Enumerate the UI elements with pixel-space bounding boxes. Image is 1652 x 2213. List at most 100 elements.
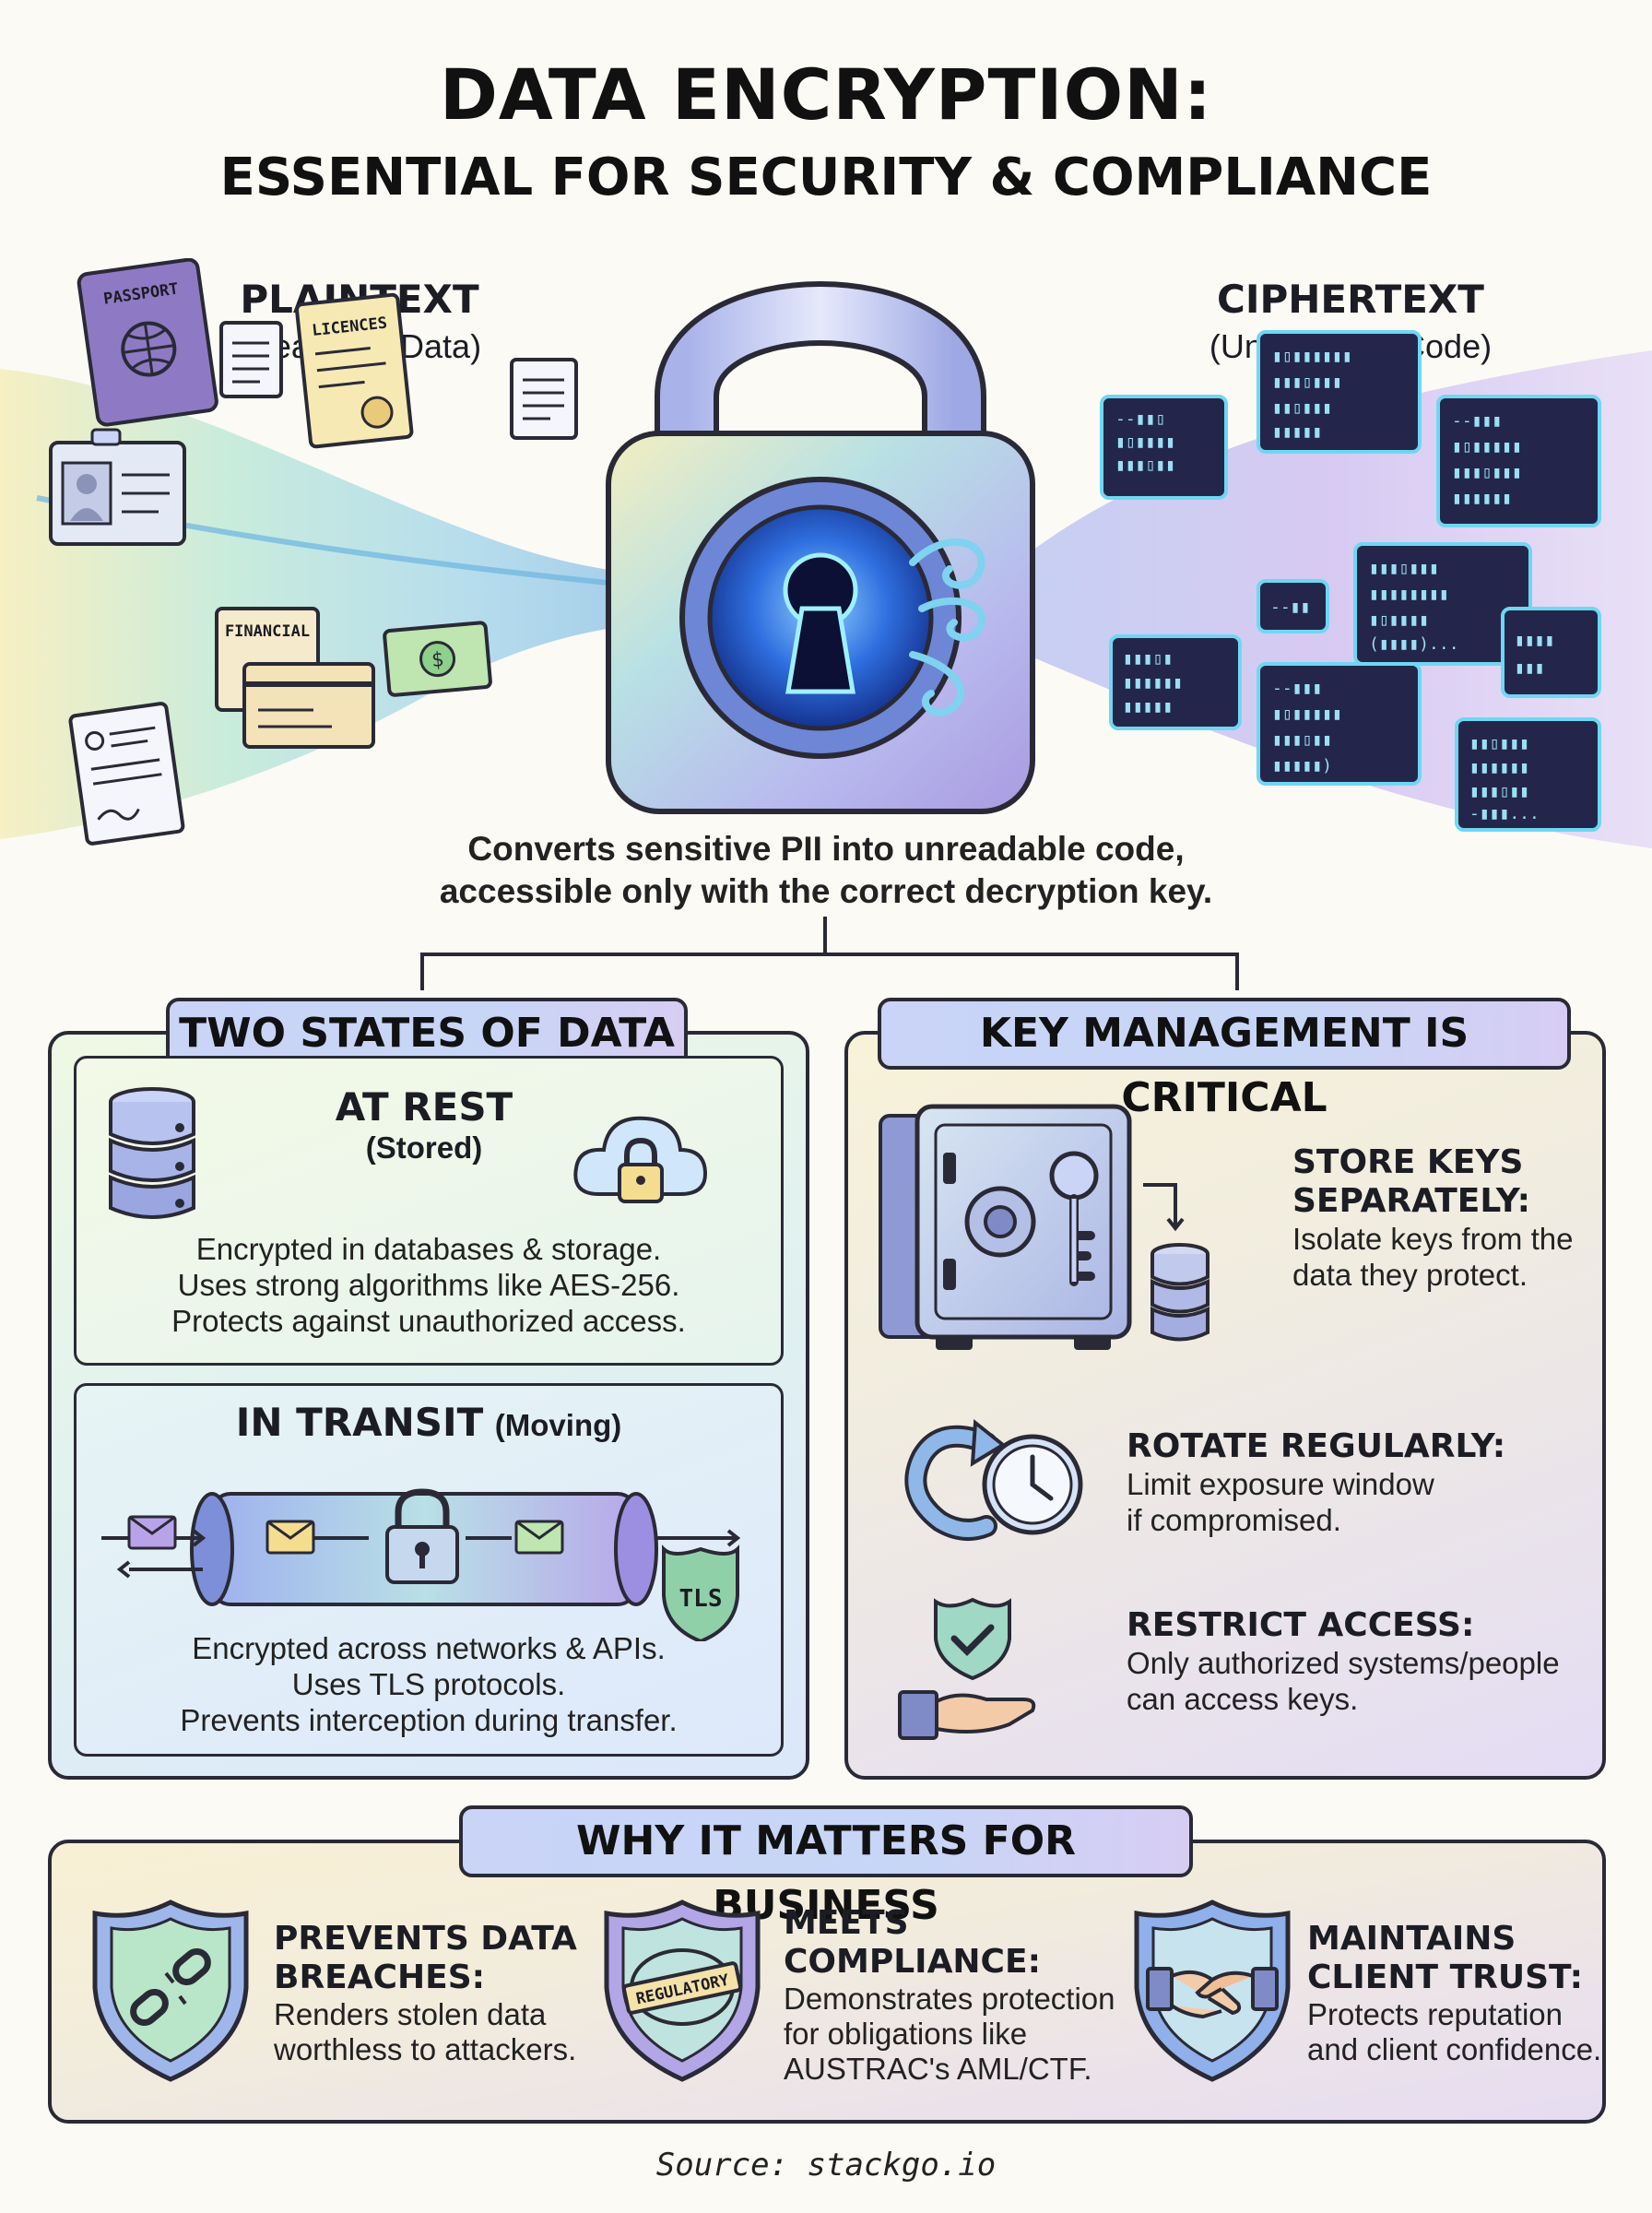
key-item-text: Only authorized systems/people	[1127, 1646, 1560, 1680]
svg-text:▮▮▮▯▮▮▮: ▮▮▮▯▮▮▮	[1452, 463, 1522, 482]
business-item-heading: PREVENTS DATA	[274, 1920, 577, 1958]
svg-text:▮▮▮▯▮▮: ▮▮▮▯▮▮	[1469, 782, 1529, 801]
svg-text:-▮▮▮...: -▮▮▮...	[1469, 804, 1540, 823]
document-icon	[510, 358, 578, 440]
key-item-text: Limit exposure window	[1127, 1467, 1434, 1501]
tagline-line-2: accessible only with the correct decrypt…	[439, 872, 1213, 910]
at-rest-line: Encrypted in databases & storage.	[195, 1232, 662, 1266]
handshake-icon	[1146, 1967, 1279, 2019]
business-item-heading: COMPLIANCE:	[784, 1943, 1041, 1981]
svg-text:▮▮▮▯▮: ▮▮▮▯▮	[1123, 649, 1173, 669]
licences-icon: LICENCES	[294, 292, 414, 449]
svg-text:▮▯▮▮▮▮: ▮▯▮▮▮▮	[1369, 610, 1429, 630]
in-transit-heading: IN TRANSIT	[235, 1400, 484, 1445]
svg-text:--▮▮: --▮▮	[1270, 598, 1310, 617]
business-item-text: worthless to attackers.	[274, 2032, 577, 2066]
passport-icon: PASSPORT	[77, 258, 218, 427]
key-item-heading: SEPARATELY:	[1292, 1182, 1531, 1220]
in-transit-line: Uses TLS protocols.	[291, 1667, 566, 1701]
cipher-terminal: ▮▮▮▮▮▮▮	[1501, 607, 1601, 698]
svg-text:▮▮▮▮▮): ▮▮▮▮▮)	[1272, 756, 1332, 775]
svg-text:▮▮▮▮▮: ▮▮▮▮▮	[1272, 422, 1322, 442]
svg-text:--▮▮▯: --▮▮▯	[1115, 409, 1165, 429]
shield-icon	[934, 1597, 1011, 1681]
financial-icon: FINANCIAL	[215, 607, 375, 749]
key-item-text: can access keys.	[1127, 1682, 1359, 1716]
business-item-heading: CLIENT TRUST:	[1307, 1959, 1583, 1996]
cipher-terminal: ▮▮▮▯▮▮▮▮▮▮▮▮▮▮▮▮	[1109, 634, 1242, 730]
ciphertext-heading: CIPHERTEXT	[1217, 277, 1484, 322]
at-rest-subheading: (Stored)	[365, 1130, 483, 1165]
page-subtitle: ESSENTIAL FOR SECURITY & COMPLIANCE	[219, 148, 1433, 207]
tls-label: TLS	[679, 1585, 723, 1613]
key-icon	[1049, 1151, 1099, 1286]
handshake-shield-icon	[1134, 1899, 1291, 2082]
tagline: Converts sensitive PII into unreadable c…	[0, 828, 1652, 913]
key-item-heading: ROTATE REGULARLY:	[1127, 1427, 1506, 1465]
svg-text:▮▯▮▮▮▮▮: ▮▯▮▮▮▮▮	[1272, 704, 1342, 724]
envelope-icon	[266, 1520, 315, 1555]
in-transit-line: Prevents interception during transfer.	[180, 1703, 678, 1737]
cipher-terminals: --▮▮▯▮▯▮▮▮▮▮▮▮▯▮▮ ▮▯▮▮▮▮▮▮▮▮▮▯▮▮▮▮▮▯▮▮▮▮…	[1100, 330, 1601, 832]
svg-text:--▮▮▮: --▮▮▮	[1272, 679, 1322, 698]
key-item-rotate: ROTATE REGULARLY: Limit exposure window …	[1127, 1427, 1597, 1538]
database-icon	[109, 1087, 195, 1219]
business-item-text: Renders stolen data	[274, 1997, 547, 2031]
key-item-heading: STORE KEYS	[1292, 1143, 1524, 1181]
page-title: DATA ENCRYPTION:	[439, 53, 1213, 136]
key-item-text: if compromised.	[1127, 1503, 1341, 1537]
svg-text:▮▯▮▮▮▮: ▮▯▮▮▮▮	[1115, 432, 1175, 452]
key-item-restrict: RESTRICT ACCESS: Only authorized systems…	[1127, 1606, 1597, 1717]
svg-text:▮▮▮▯▮▮: ▮▮▮▯▮▮	[1115, 456, 1175, 475]
cipher-terminal: ▮▯▮▮▮▮▮▮▮▮▮▯▮▮▮▮▮▯▮▮▮▮▮▮▮▮	[1257, 330, 1422, 454]
transit-pipe-illustration: TLS	[101, 1488, 741, 1641]
tagline-line-1: Converts sensitive PII into unreadable c…	[467, 830, 1185, 868]
business-item-text: Demonstrates protection	[784, 1982, 1115, 2016]
business-item-text: for obligations like	[784, 2017, 1028, 2051]
svg-text:▮▮▯▮▮▮: ▮▮▯▮▮▮	[1469, 734, 1529, 753]
regulatory-shield-icon: REGULATORY	[604, 1899, 761, 2082]
svg-text:▮▮▮▮▮: ▮▮▮▮▮	[1123, 697, 1173, 716]
broken-chain-shield-icon	[92, 1899, 249, 2082]
svg-text:(▮▮▮▮)...: (▮▮▮▮)...	[1369, 634, 1459, 654]
rotate-clock-icon	[904, 1419, 1083, 1541]
at-rest-heading-block: AT REST (Stored)	[258, 1084, 590, 1166]
connector-lines	[420, 917, 1239, 990]
at-rest-line: Uses strong algorithms like AES-256.	[177, 1268, 680, 1302]
business-item-text: Protects reputation	[1307, 1997, 1563, 2031]
svg-text:▮▮▮▮▮▮▮▮: ▮▮▮▮▮▮▮▮	[1369, 585, 1449, 604]
envelope-icon	[514, 1520, 564, 1555]
money-icon: $	[383, 621, 492, 697]
business-item-heading: BREACHES:	[274, 1959, 486, 1996]
svg-text:▮▯▮▮▮▮▮: ▮▯▮▮▮▮▮	[1452, 437, 1522, 456]
cipher-terminal: --▮▮▯ ▮▯▮▮▮▮ ▮▮▮▯▮▮	[1100, 395, 1228, 500]
in-transit-subheading: (Moving)	[494, 1408, 622, 1442]
document-icon	[219, 321, 283, 398]
cipher-terminal: --▮▮▮▮▯▮▮▮▮▮▮▮▮▯▮▮▮▮▮▮▮)	[1257, 662, 1422, 786]
business-item-heading: MAINTAINS	[1307, 1920, 1516, 1958]
in-transit-line: Encrypted across networks & APIs.	[192, 1631, 666, 1665]
vault-safe-icon	[879, 1104, 1210, 1350]
financial-label: FINANCIAL	[225, 622, 310, 641]
in-transit-heading-block: IN TRANSIT (Moving)	[74, 1403, 784, 1443]
envelope-icon	[127, 1515, 177, 1550]
business-label: WHY IT MATTERS FOR BUSINESS	[459, 1805, 1193, 1929]
key-item-text: Isolate keys from the	[1292, 1222, 1574, 1256]
cipher-terminal: ▮▮▯▮▮▮ ▮▮▮▮▮▮ ▮▮▮▯▮▮ -▮▮▮...	[1455, 717, 1601, 832]
in-transit-description: Encrypted across networks & APIs. Uses T…	[74, 1630, 784, 1738]
svg-text:▮▮▮▮▮▮: ▮▮▮▮▮▮	[1469, 758, 1529, 777]
key-management-label: KEY MANAGEMENT IS CRITICAL	[878, 998, 1571, 1121]
key-item-text: data they protect.	[1292, 1258, 1528, 1292]
encryption-hero-illustration: PASSPORT LICENCES FINANCIAL	[0, 258, 1652, 848]
business-item-compliance: MEETS COMPLIANCE: Demonstrates protectio…	[784, 1904, 1134, 2087]
cloud-lock-icon	[573, 1116, 708, 1203]
business-item-text: and client confidence.	[1307, 2032, 1602, 2066]
svg-text:▮▮▮▯▮▮▮: ▮▮▮▯▮▮▮	[1272, 373, 1342, 392]
tls-shield-icon: TLS	[662, 1544, 739, 1641]
padlock-icon	[606, 281, 1035, 814]
cipher-terminal: ▮▮▮▯▮▮▮▮▮▮▮▮▮▮▮▮▯▮▮▮▮(▮▮▮▮)...	[1353, 542, 1532, 666]
id-card-icon	[49, 428, 186, 546]
chain-icon	[130, 1948, 211, 2026]
at-rest-description: Encrypted in databases & storage. Uses s…	[74, 1231, 784, 1339]
key-item-store: STORE KEYS SEPARATELY: Isolate keys from…	[1292, 1143, 1587, 1293]
